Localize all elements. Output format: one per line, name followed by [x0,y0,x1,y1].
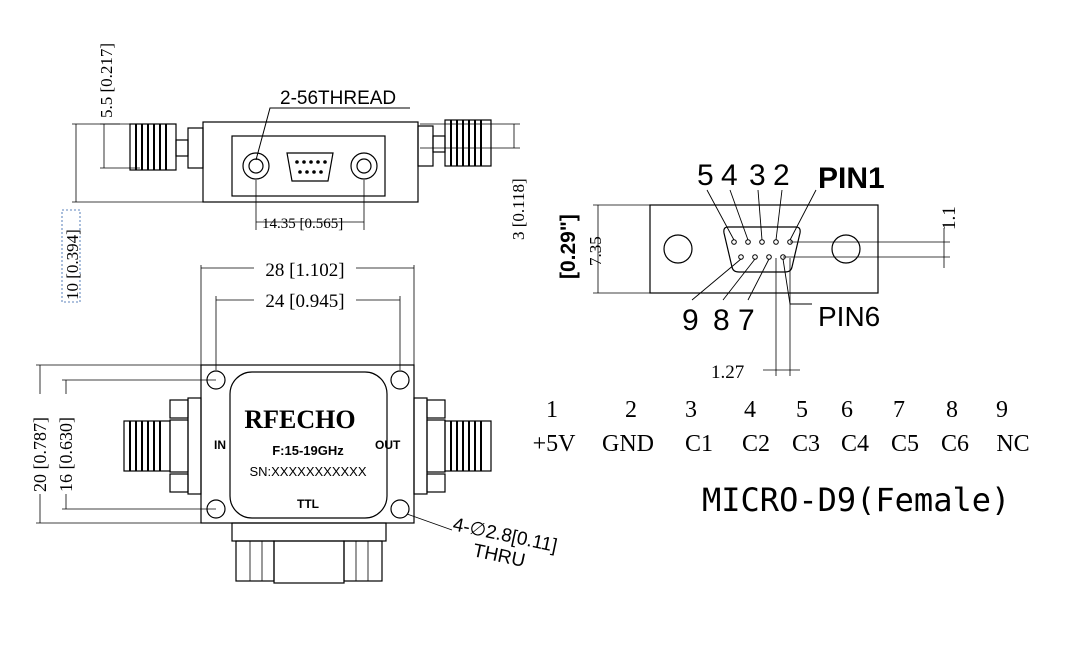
mount-hole-tr [390,370,410,390]
right-sma-pin [432,135,446,153]
left-standoff [242,152,270,180]
dim-body-label: 10 [0.394] [63,229,82,300]
micro-d-shell [723,226,801,273]
front-right-sma-flange [413,397,428,495]
connector-detail: 5 4 3 2 PIN1 9 8 7 PIN6 [0.29"] 7.35 1.1… [557,159,960,383]
connector-hole-right [831,234,861,264]
left-sma-thread-lines [135,124,167,170]
mount-hole-br [390,499,410,519]
pin-sig-2: GND [602,431,654,457]
dim-width-inner-label: 24 [0.945] [265,291,344,312]
brand-label: RFECHO [244,405,355,434]
dim-body-highlight [61,209,81,303]
dim-offset-label: 3 [0.118] [509,178,528,240]
pin-sig-9: NC [996,431,1029,457]
dim-spacing-label: 14.35 [0.565] [262,216,343,232]
pin-sig-6: C4 [841,431,869,457]
pin-sig-1: +5V [533,431,577,457]
dsub-right-post [343,540,383,582]
front-left-sma-tab-top [169,399,189,419]
pin6-label: PIN6 [818,301,880,332]
front-right-thread-lines [450,421,482,471]
left-standoff-hole [248,158,264,174]
top-pin-leaders [706,189,817,241]
dim-conn-height-mm: 7.35 [586,236,605,266]
pin-number-8: 8 [713,304,730,337]
bottom-pin-leaders [691,258,812,305]
pin-sig-7: C5 [891,431,919,457]
dsub-shell [286,152,334,182]
dim-pitch-h-label: 1.27 [711,362,744,383]
dsub-pins [295,160,327,174]
pin-num-2: 2 [625,397,637,423]
micro-d-pins [731,239,793,260]
thread-leader [255,107,410,161]
connector-hole-left [663,234,693,264]
right-sma-nut [417,125,434,167]
left-sma-nut [187,127,204,169]
front-right-sma-tab-bottom [426,473,446,493]
front-right-sma-tab-top [426,399,446,419]
dim-height-outer-label: 20 [0.787] [30,417,50,492]
front-label-plate [229,371,388,519]
pin-number-5: 5 [697,159,714,192]
frequency-label: F:15-19GHz [272,443,344,458]
front-left-sma-flange [187,397,202,495]
pin-sig-4: C2 [742,431,770,457]
dim-height-inner-label: 16 [0.630] [56,417,76,492]
pin-sig-3: C1 [685,431,713,457]
connector-body [649,204,879,294]
dsub-left-post [235,540,275,582]
port-in-label: IN [214,438,226,452]
pin-num-4: 4 [744,397,756,423]
left-sma-pin [175,139,189,157]
pin-sig-8: C6 [941,431,969,457]
pin-num-1: 1 [546,397,558,423]
pinout-table: 1 2 3 4 5 6 7 8 9 +5V GND C1 C2 C3 C4 C5… [533,397,1030,457]
pin-num-8: 8 [946,397,958,423]
pin-num-6: 6 [841,397,853,423]
dim-width-outer-label: 28 [1.102] [265,260,344,281]
connector-name: MICRO-D9(Female) [702,481,1010,519]
pin-number-7: 7 [738,304,755,337]
serial-label: SN:XXXXXXXXXXX [249,464,366,479]
top-view: 2-56THREAD 5.5 [0.217] 10 [0.394] 14.35 … [61,43,528,303]
front-left-sma-tab-bottom [169,473,189,493]
pin-number-4: 4 [721,159,738,192]
pin-number-9: 9 [682,304,699,337]
front-left-sma-body [169,419,189,473]
dim-conn-height-in: [0.29"] [557,214,580,279]
right-standoff [350,152,378,180]
port-out-label: OUT [375,438,401,452]
dsub-base [231,522,387,542]
dsub-plug [273,540,345,584]
front-left-thread-lines [129,421,161,471]
holes-leader [406,513,453,531]
pin-num-7: 7 [893,397,905,423]
pin-number-2: 2 [773,159,790,192]
front-right-sma-body [426,419,446,473]
port-ttl-label: TTL [297,497,319,511]
top-connector-flange [231,135,386,197]
pin-num-5: 5 [796,397,808,423]
right-standoff-hole [356,158,372,174]
dim-pitch-v-label: 1.1 [939,206,960,230]
dim-height-label: 5.5 [0.217] [97,43,116,118]
pin-number-3: 3 [749,159,766,192]
pin-sig-5: C3 [792,431,820,457]
front-view: RFECHO F:15-19GHz SN:XXXXXXXXXXX IN OUT … [28,257,559,584]
pin-num-3: 3 [685,397,697,423]
right-sma-thread-lines [450,120,482,166]
thread-label: 2-56THREAD [280,88,396,109]
pin-num-9: 9 [996,397,1008,423]
pin1-label: PIN1 [818,162,885,195]
